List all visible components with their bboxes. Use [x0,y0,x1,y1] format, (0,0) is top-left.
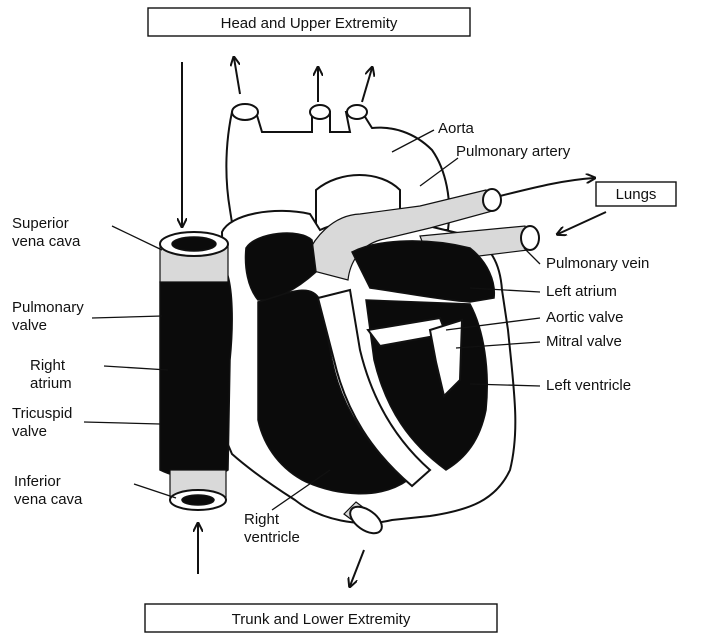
label-left-atrium: Left atrium [546,283,617,300]
label-tricuspid-valve-2: valve [12,423,47,440]
label-inferior-vena-cava-1: Inferior [14,473,61,490]
head-upper-extremity-box: Head and Upper Extremity [148,8,470,36]
trunk-lower-extremity-box: Trunk and Lower Extremity [145,604,497,632]
lungs-box: Lungs [596,182,676,206]
arrow-from-lungs [558,212,606,234]
label-inferior-vena-cava-2: vena cava [14,491,83,508]
arrow-to-lungs [500,178,594,196]
label-right-ventricle-1: Right [244,511,280,528]
label-aortic-valve: Aortic valve [546,309,624,326]
label-aorta: Aorta [438,120,475,137]
pulmonary-vein-opening [521,226,539,250]
arrow-out-bottom [350,550,364,586]
arrow-out-branch-3 [362,68,372,102]
arrow-out-branch-1 [234,58,240,94]
label-pulmonary-valve-1: Pulmonary [12,299,84,316]
label-pulmonary-vein: Pulmonary vein [546,255,649,272]
label-pulmonary-valve-2: valve [12,317,47,334]
aorta-branch-2 [310,105,330,119]
lungs-label: Lungs [616,186,657,203]
label-right-atrium-2: atrium [30,375,72,392]
right-atrium-chamber [160,276,232,478]
trunk-lower-extremity-label: Trunk and Lower Extremity [232,611,411,628]
label-superior-vena-cava-2: vena cava [12,233,81,250]
label-right-ventricle-2: ventricle [244,529,300,546]
label-pulmonary-artery: Pulmonary artery [456,143,571,160]
head-upper-extremity-label: Head and Upper Extremity [221,15,398,32]
label-tricuspid-valve-1: Tricuspid [12,405,72,422]
pulmonary-artery-opening [483,189,501,211]
aorta-branch-3 [347,105,367,119]
label-left-ventricle: Left ventricle [546,377,631,394]
aorta-branch-1 [232,104,258,120]
label-right-atrium-1: Right [30,357,66,374]
label-mitral-valve: Mitral valve [546,333,622,350]
label-superior-vena-cava-1: Superior [12,215,69,232]
heart-illustration [160,104,539,539]
